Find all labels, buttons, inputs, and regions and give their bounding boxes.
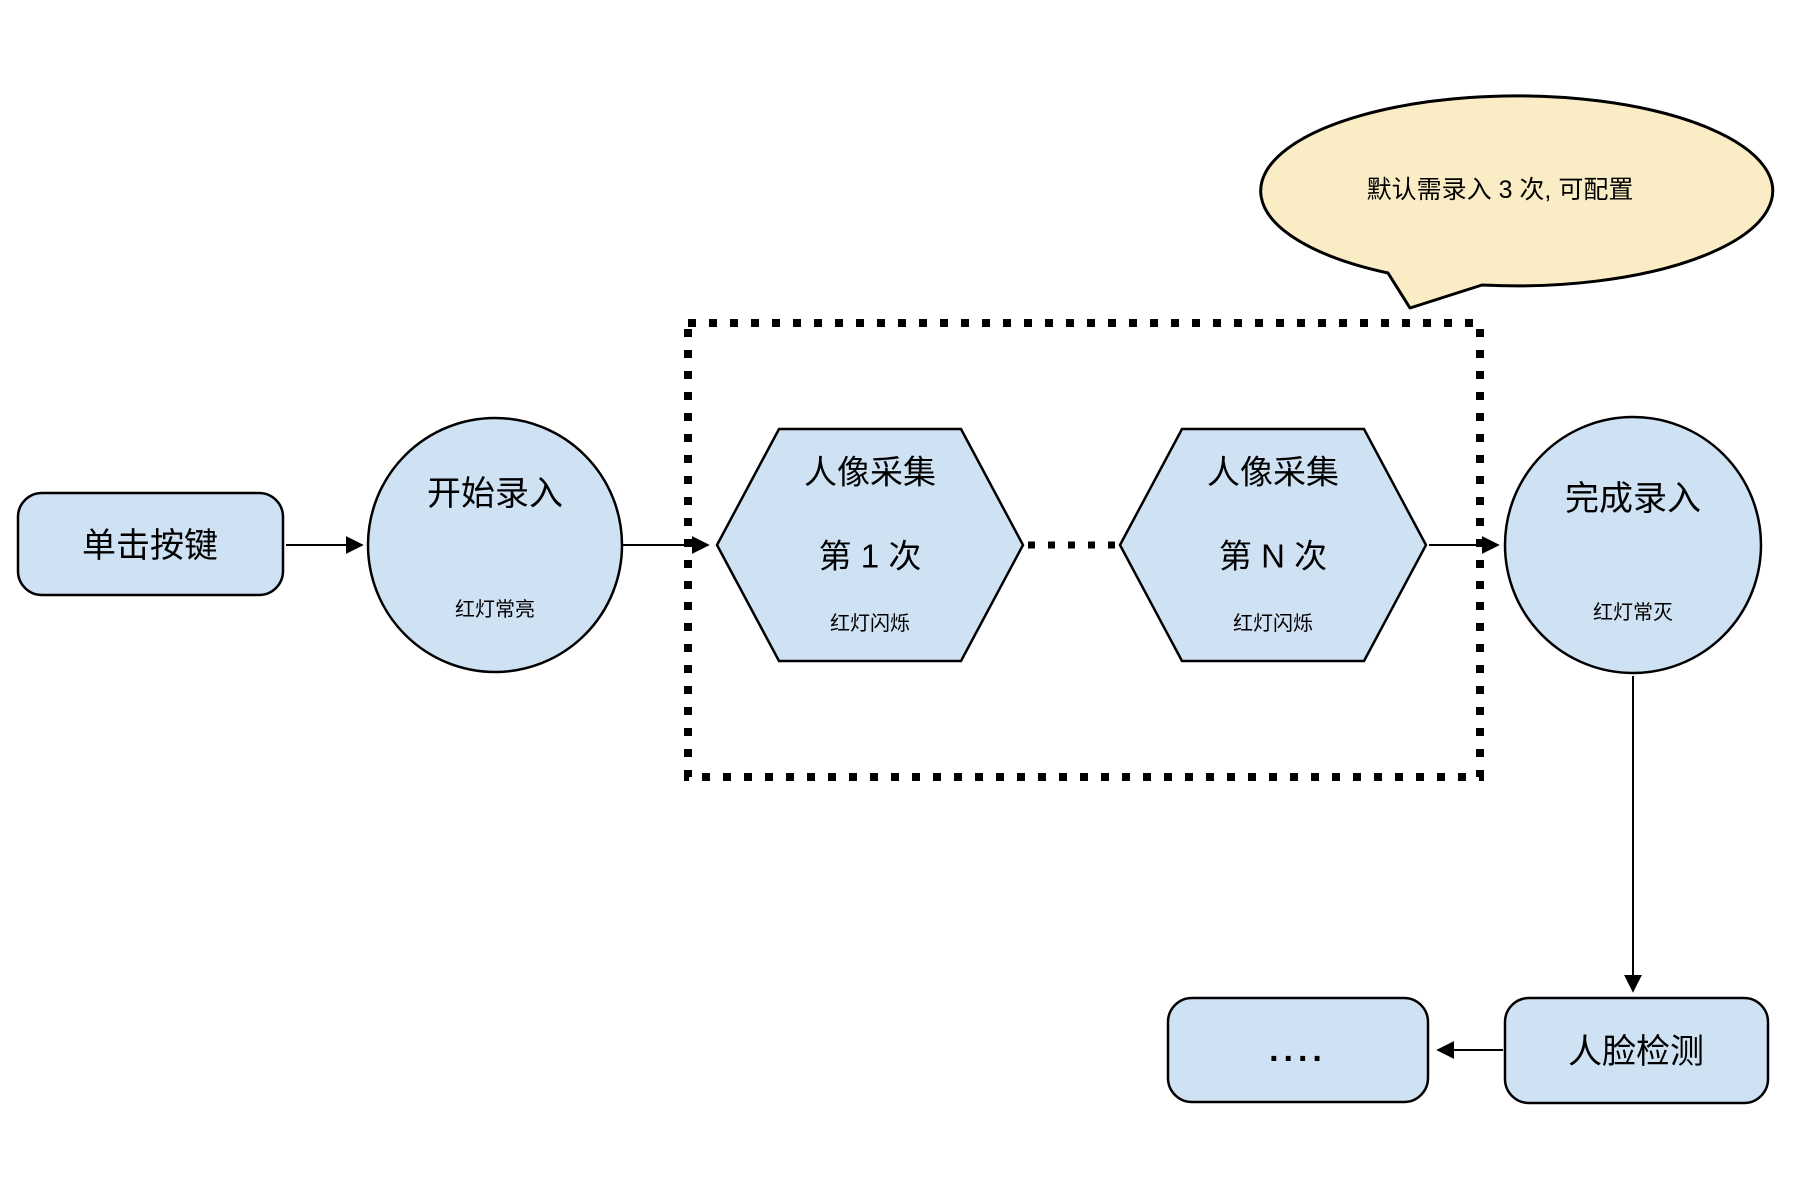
face-detection-node [1503,996,1770,1105]
more-label: .... [1269,1031,1327,1069]
finish-enroll-node [1503,415,1763,675]
face-detection-label: 人脸检测 [1568,1033,1704,1071]
callout-text: 默认需录入 3 次, 可配置 [1367,176,1634,204]
click-button-label: 单击按键 [82,527,218,565]
capture-1-node [715,427,1025,663]
capture-n-sublabel: 红灯闪烁 [1233,612,1313,635]
capture-1-line2: 第 1 次 [819,538,922,575]
capture-1-line1: 人像采集 [804,454,936,491]
callout-bubble [1259,94,1775,310]
start-enroll-label: 开始录入 [427,475,563,513]
capture-n-node [1118,427,1428,663]
click-button-node [16,491,285,597]
more-node [1166,996,1430,1104]
finish-enroll-label: 完成录入 [1565,480,1701,518]
capture-1-sublabel: 红灯闪烁 [830,612,910,635]
capture-n-line2: 第 N 次 [1219,538,1327,575]
finish-enroll-sublabel: 红灯常灭 [1593,601,1673,624]
start-enroll-sublabel: 红灯常亮 [455,598,535,621]
capture-loop-region [684,319,1484,781]
capture-n-line1: 人像采集 [1207,454,1339,491]
start-enroll-node [366,416,624,674]
